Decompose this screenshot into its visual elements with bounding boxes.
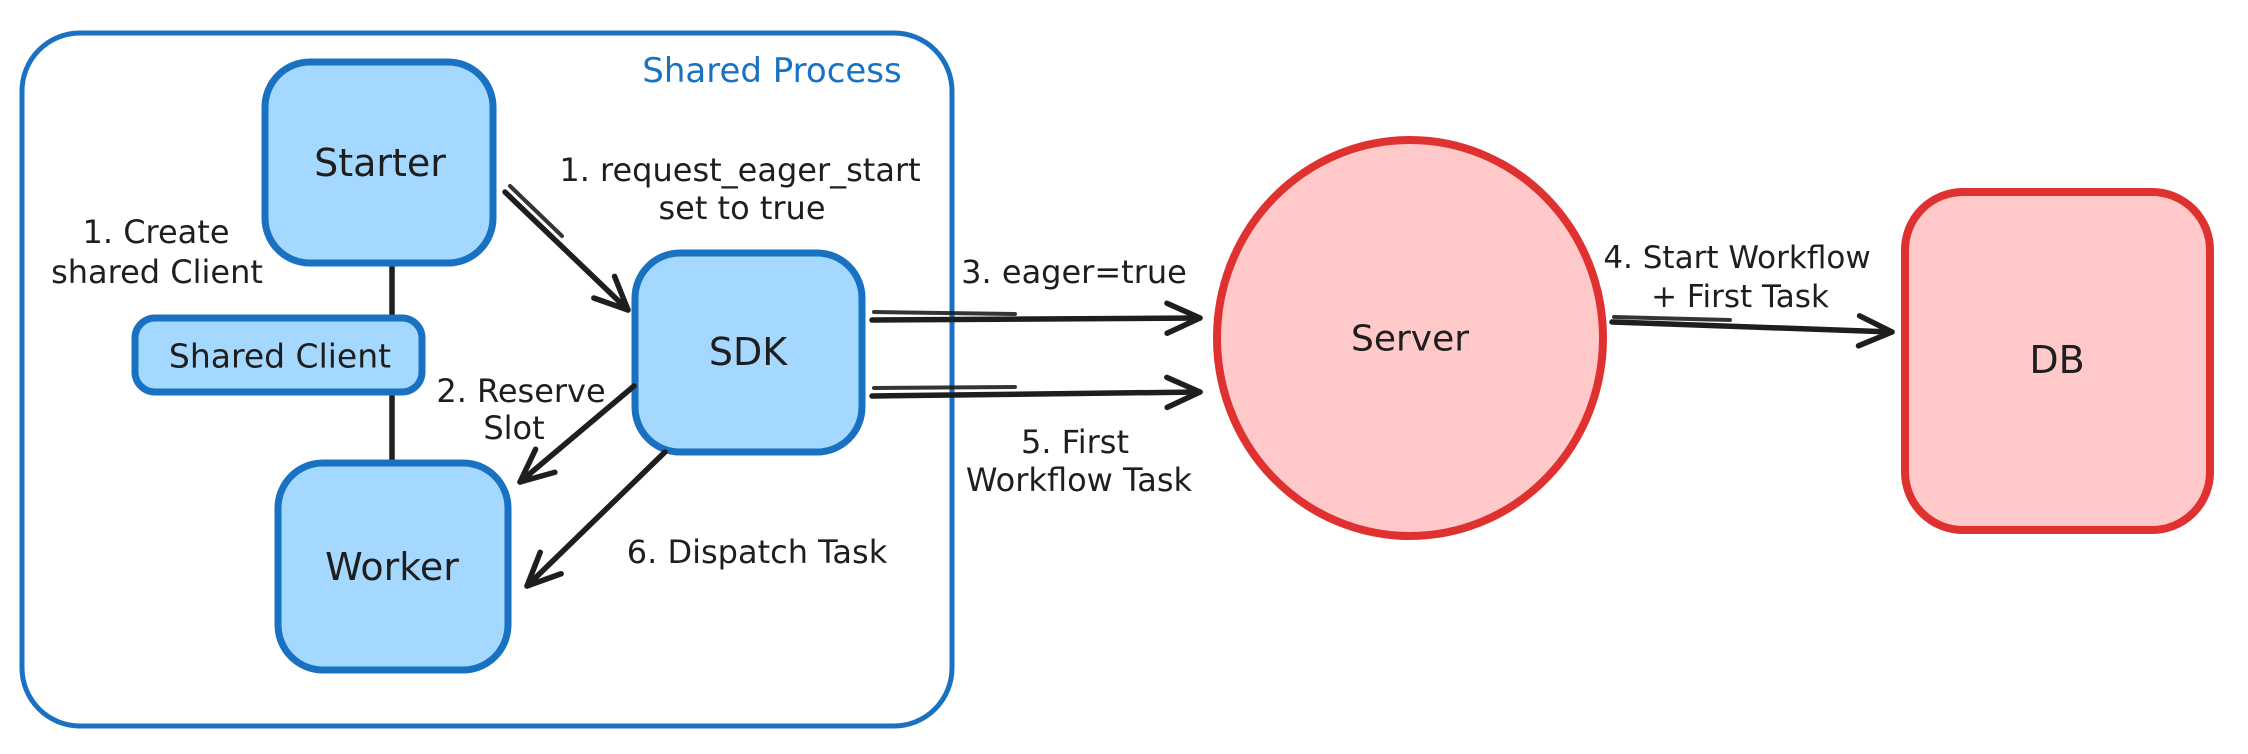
arrow-sdk-to-worker-dispatch [524, 449, 668, 589]
arrow-sdk-to-server-first-task [869, 374, 1203, 411]
shared-process-container [19, 30, 955, 729]
arrow-sdk-to-server-eager-sketch [872, 310, 1017, 316]
starter-node [261, 58, 497, 267]
sdk-label: SDK [709, 330, 788, 374]
sdk-node [631, 249, 866, 456]
anno-first-workflow-task-line1: 5. First [1021, 423, 1129, 461]
db-label: DB [2029, 338, 2084, 382]
arrow-sdk-to-worker-reserve [517, 383, 637, 485]
anno-reserve-slot-line2: Slot [483, 409, 544, 447]
starter-label: Starter [314, 141, 446, 185]
anno-create-shared-client-line1: 1. Create [82, 213, 229, 251]
arrow-server-to-db-sketch [1612, 315, 1732, 322]
db-node [1901, 188, 2214, 534]
anno-request-eager-start-line1: 1. request_eager_start [559, 151, 920, 189]
anno-request-eager-start-line2: set to true [658, 189, 825, 227]
arrow-server-to-db [1609, 313, 1895, 349]
server-node [1213, 136, 1607, 540]
worker-label: Worker [325, 545, 459, 589]
anno-start-workflow-line1: 4. Start Workflow [1603, 240, 1870, 276]
shared-client-label: Shared Client [169, 337, 391, 376]
anno-reserve-slot-line1: 2. Reserve [436, 372, 605, 410]
arrow-starter-to-sdk [502, 189, 631, 313]
arrow-sdk-to-server-first-task-sketch [872, 385, 1017, 390]
worker-node [274, 459, 512, 674]
anno-create-shared-client-line2: shared Client [51, 253, 263, 291]
shared-process-label: Shared Process [642, 51, 901, 91]
anno-first-workflow-task-line2: Workflow Task [966, 461, 1193, 499]
anno-dispatch-task: 6. Dispatch Task [627, 533, 888, 571]
anno-eager-true: 3. eager=true [961, 253, 1187, 291]
server-label: Server [1351, 319, 1469, 360]
anno-start-workflow-line2: + First Task [1651, 279, 1829, 315]
arrow-sdk-to-server-eager [869, 300, 1203, 336]
shared-client-node [131, 314, 426, 396]
arrow-starter-to-sdk-sketch [508, 184, 564, 238]
